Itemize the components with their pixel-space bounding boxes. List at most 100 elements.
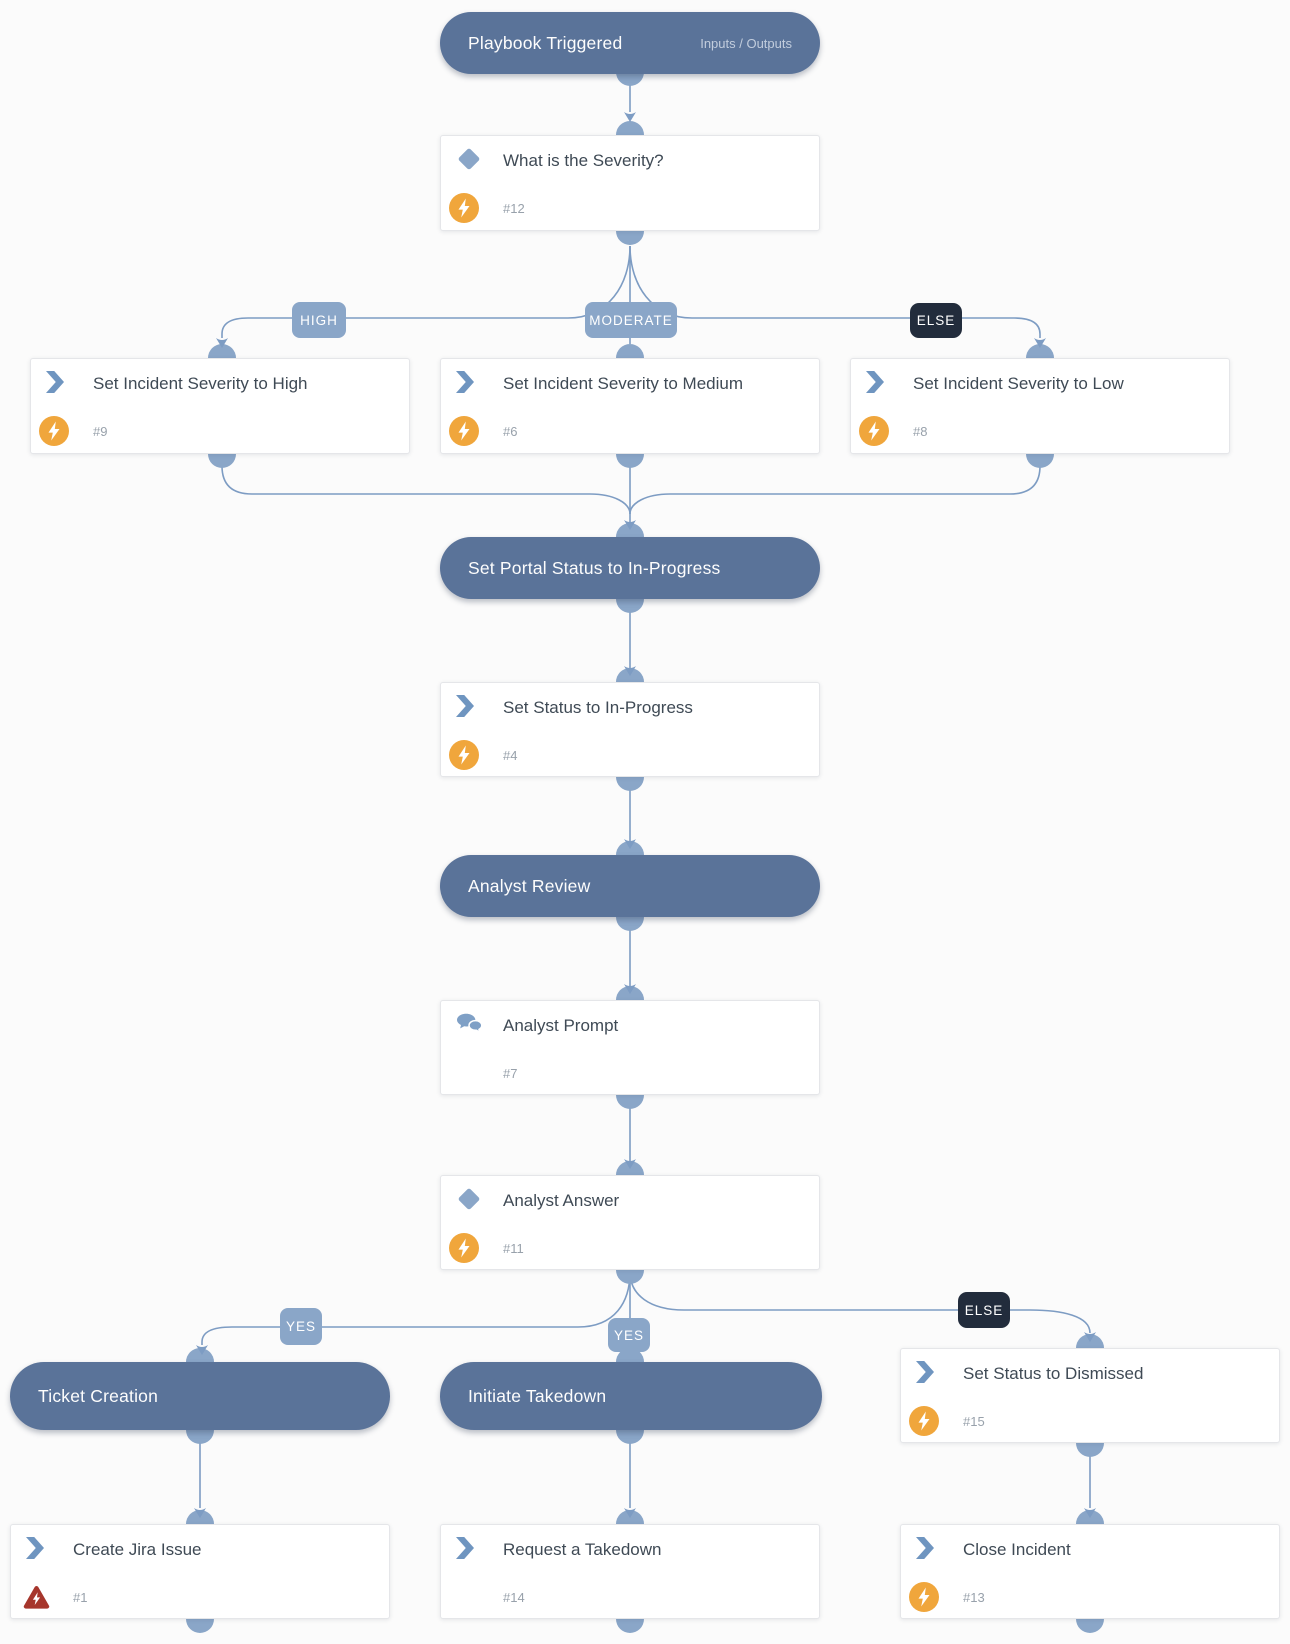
connector-disc[interactable] [616,344,644,358]
connector-disc[interactable] [616,121,644,135]
task-set-status-inprogress[interactable]: Set Status to In-Progress #4 [440,682,820,777]
task-chevron-icon [866,371,885,398]
task-set-severity-medium[interactable]: Set Incident Severity to Medium #6 [440,358,820,454]
connector-disc[interactable] [186,1348,214,1362]
branch-label-moderate[interactable]: MODERATE [585,302,677,338]
connector-arrowhead [1034,338,1046,348]
task-number: #15 [963,1414,985,1429]
task-chevron-icon [456,1537,475,1564]
task-set-severity-low[interactable]: Set Incident Severity to Low #8 [850,358,1230,454]
branch-label-yes-left[interactable]: YES [280,1308,322,1345]
connector-arrowhead [624,666,636,676]
branch-label-yes-mid[interactable]: YES [608,1318,650,1352]
section-title: Ticket Creation [38,1385,159,1406]
task-number: #12 [503,201,525,216]
section-title: Playbook Triggered [468,32,623,53]
connector-arrowhead [216,338,228,348]
condition-diamond-icon [456,146,482,177]
connector-disc[interactable] [1026,344,1054,358]
automation-bolt-icon [449,193,479,228]
connector-arrowhead [624,520,636,530]
connector-arrowhead [624,1508,636,1518]
connector-disc[interactable] [616,777,644,791]
task-number: #1 [73,1590,88,1605]
task-number: #8 [913,424,928,439]
connector-disc[interactable] [616,599,644,613]
task-number: #11 [503,1241,524,1256]
connector-disc[interactable] [616,1270,644,1284]
automation-bolt-icon [449,1233,479,1268]
condition-diamond-icon [456,1186,482,1217]
task-chevron-icon [26,1537,45,1564]
connector-disc[interactable] [208,454,236,468]
task-title: Create Jira Issue [73,1540,202,1559]
section-playbook-triggered[interactable]: Playbook Triggered Inputs / Outputs [440,12,820,74]
task-create-jira-issue[interactable]: Create Jira Issue #1 [10,1524,390,1619]
connector-disc[interactable] [186,1619,214,1633]
connector-disc[interactable] [616,1619,644,1633]
error-warning-icon [23,1585,50,1614]
task-title: Set Status to In-Progress [503,698,693,717]
task-chevron-icon [456,695,475,722]
connector-disc[interactable] [1076,1443,1104,1457]
task-severity-question[interactable]: What is the Severity? #12 [440,135,820,231]
branch-label-else-top[interactable]: ELSE [910,303,962,338]
connector-disc[interactable] [1026,454,1054,468]
task-number: #9 [93,424,108,439]
task-close-incident[interactable]: Close Incident #13 [900,1524,1280,1619]
section-analyst-review[interactable]: Analyst Review [440,855,820,917]
task-analyst-answer[interactable]: Analyst Answer #11 [440,1175,820,1270]
section-title: Initiate Takedown [468,1385,607,1406]
task-title: Set Incident Severity to High [93,374,308,393]
connector-arrowhead [624,112,636,122]
branch-label-high[interactable]: HIGH [292,302,346,338]
task-chevron-icon [456,371,475,398]
section-portal-status[interactable]: Set Portal Status to In-Progress [440,537,820,599]
task-analyst-prompt[interactable]: Analyst Prompt #7 [440,1000,820,1095]
connector-disc[interactable] [616,231,644,245]
inputs-outputs-link[interactable]: Inputs / Outputs [700,35,792,51]
task-number: #13 [963,1590,985,1605]
branch-label-else-bottom[interactable]: ELSE [958,1292,1010,1328]
automation-bolt-icon [449,740,479,775]
task-title: Analyst Answer [503,1191,620,1210]
task-title: Analyst Prompt [503,1016,619,1035]
connector-disc[interactable] [616,1095,644,1109]
connector-disc[interactable] [186,1430,214,1444]
task-title: Set Incident Severity to Low [913,374,1124,393]
automation-bolt-icon [449,416,479,451]
connector-disc[interactable] [616,1430,644,1444]
connector-disc[interactable] [616,72,644,86]
task-set-severity-high[interactable]: Set Incident Severity to High #9 [30,358,410,454]
task-chevron-icon [916,1537,935,1564]
task-number: #6 [503,424,518,439]
task-number: #4 [503,748,518,763]
section-initiate-takedown[interactable]: Initiate Takedown [440,1362,822,1430]
automation-bolt-icon [909,1406,939,1441]
automation-bolt-icon [859,416,889,451]
connector-disc[interactable] [616,917,644,931]
section-title: Set Portal Status to In-Progress [468,557,721,578]
task-chevron-icon [916,1361,935,1388]
task-title: Close Incident [963,1540,1071,1559]
task-title: What is the Severity? [503,151,664,170]
task-number: #14 [503,1590,525,1605]
task-set-status-dismissed[interactable]: Set Status to Dismissed #15 [900,1348,1280,1443]
connector-disc[interactable] [208,344,236,358]
automation-bolt-icon [909,1582,939,1617]
connector-disc[interactable] [1076,1619,1104,1633]
section-ticket-creation[interactable]: Ticket Creation [10,1362,390,1430]
connector-arrowhead [1084,1332,1096,1342]
automation-bolt-icon [39,416,69,451]
task-title: Request a Takedown [503,1540,662,1559]
task-title: Set Status to Dismissed [963,1364,1144,1383]
connector-arrowhead [1084,1508,1096,1518]
task-request-takedown[interactable]: Request a Takedown #14 [440,1524,820,1619]
task-title: Set Incident Severity to Medium [503,374,744,393]
section-title: Analyst Review [468,875,591,896]
task-number: #7 [503,1066,518,1081]
connector-disc[interactable] [616,454,644,468]
connector-arrowhead [624,839,636,849]
